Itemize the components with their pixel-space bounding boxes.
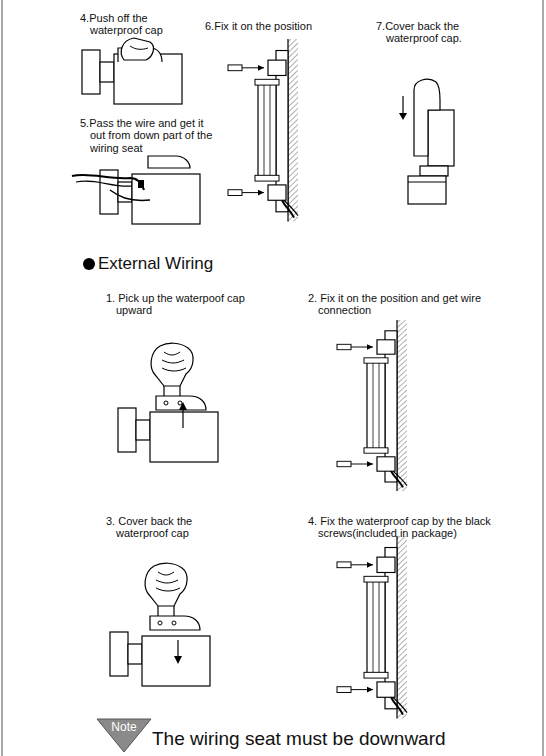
- note-text: The wiring seat must be downward: [152, 728, 472, 749]
- step-instruction: 6.Fix it on the position: [205, 20, 365, 32]
- step-instruction: 3. Cover back the waterproof cap: [106, 515, 234, 540]
- note-triangle: Note: [96, 717, 152, 753]
- triangle-shape: [97, 719, 151, 752]
- step-instruction: 4. Fix the waterproof cap by the black s…: [308, 515, 514, 540]
- section-heading: External Wiring: [98, 254, 213, 273]
- step-instruction: 5.Pass the wire and get it out from down…: [80, 117, 218, 154]
- step-instruction: 4.Push off the waterproof cap: [80, 12, 186, 37]
- step-instruction: 1. Pick up the waterpoof cap upward: [106, 292, 262, 317]
- step-instruction: 7.Cover back the waterproof cap.: [376, 20, 490, 45]
- note-label: Note: [96, 720, 152, 734]
- step-instruction: 2. Fix it on the position and get wire c…: [308, 292, 490, 317]
